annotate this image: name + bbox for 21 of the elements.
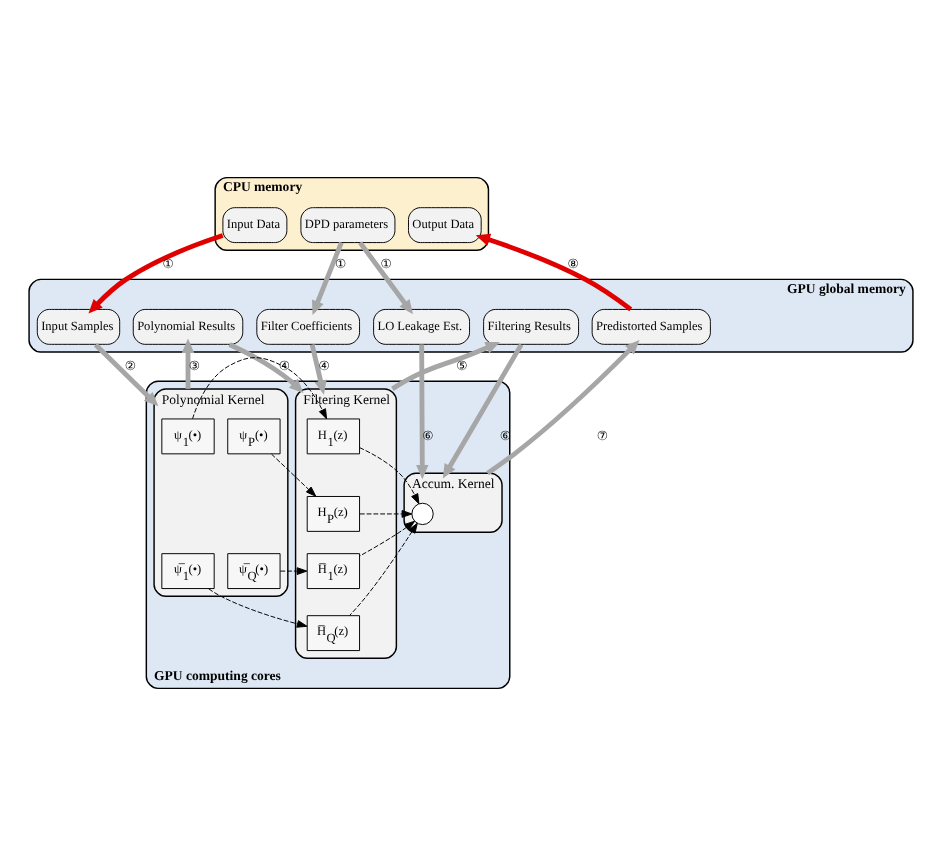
arrow [309, 343, 327, 394]
arrow [358, 240, 413, 314]
arrow [416, 343, 429, 479]
arrow [359, 446, 420, 504]
arrow [271, 452, 317, 496]
arrow [93, 341, 159, 406]
arrow [359, 509, 413, 517]
arrow [228, 341, 304, 393]
arrow [359, 519, 416, 556]
arrow [279, 566, 308, 574]
arrow [391, 341, 500, 390]
arrow [349, 521, 418, 615]
node-circle [411, 501, 434, 525]
arrow [442, 342, 524, 478]
arrow [208, 587, 308, 627]
arrow [486, 339, 640, 475]
arrow [181, 337, 195, 388]
arrow [192, 356, 328, 419]
arrow [88, 232, 224, 313]
arrow [312, 240, 344, 314]
arrow [475, 232, 633, 311]
